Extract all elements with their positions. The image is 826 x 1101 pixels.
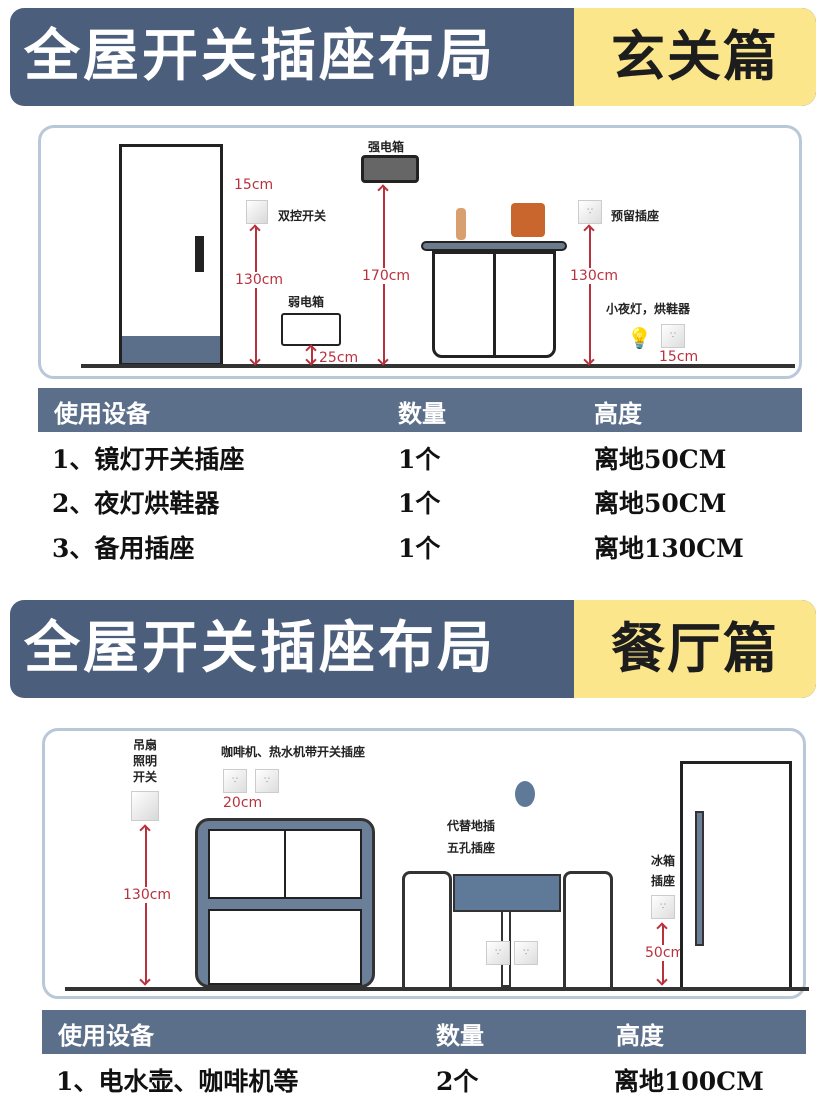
floor-line (65, 987, 809, 991)
fridge-socket-icon: ∵ (651, 895, 675, 919)
dim-coffee-offset: 20cm (223, 795, 263, 811)
dining-diagram: 吊扇 照明 开关 130cm 咖啡机、热水机带开关插座 ∵ ∵ 20cm 代替地… (42, 728, 809, 999)
cell-device: 1、电水壶、咖啡机等 (56, 1067, 299, 1096)
col-device: 使用设备 (58, 1022, 154, 1050)
table2-header: 使用设备 数量 高度 (42, 1010, 806, 1054)
fan-switch-label: 吊扇 照明 开关 (133, 738, 158, 784)
cell-quantity: 1个 (398, 534, 441, 563)
coffee-socket-label: 咖啡机、热水机带开关插座 (221, 745, 366, 759)
double-switch-label: 双控开关 (278, 209, 327, 223)
chair-right (563, 871, 613, 987)
floor-line (81, 364, 795, 368)
dim-fridge-height: 50cm (645, 945, 685, 961)
col-height: 高度 (616, 1022, 664, 1050)
cell-height: 离地50CM (594, 445, 727, 474)
flower-icon (515, 781, 535, 807)
section2-subtitle: 餐厅篇 (574, 600, 816, 698)
strong-box-icon (361, 155, 419, 183)
dim-arrow (311, 346, 313, 364)
lightbulb-icon: 💡 (627, 326, 652, 350)
col-device: 使用设备 (54, 400, 150, 428)
weak-box-label: 弱电箱 (288, 295, 325, 309)
floor-socket-icon: ∵ (486, 941, 510, 965)
sideboard-lower (208, 909, 362, 985)
sideboard-divider (284, 829, 286, 899)
cell-quantity: 1个 (398, 445, 441, 474)
section1-subtitle: 玄关篇 (574, 8, 816, 106)
coffee-socket-icon: ∵ (255, 769, 279, 793)
cabinet-top (421, 241, 567, 251)
dim-switch-height: 130cm (235, 272, 284, 288)
reserved-socket-label: 预留插座 (611, 209, 660, 223)
night-light-label: 小夜灯，烘鞋器 (606, 302, 691, 316)
door (119, 144, 223, 366)
coffee-socket-icon: ∵ (223, 769, 247, 793)
cell-device: 1、镜灯开关插座 (52, 445, 245, 474)
section1-banner: 全屋开关插座布局 玄关篇 (10, 8, 816, 106)
fan-switch-icon (131, 791, 159, 821)
table1-header: 使用设备 数量 高度 (38, 388, 802, 432)
door-handle (195, 236, 204, 272)
dim-fan-height: 130cm (123, 887, 172, 903)
dim-night-height: 15cm (659, 349, 699, 365)
double-switch-icon (246, 200, 268, 224)
section1-title: 全屋开关插座布局 (24, 24, 496, 89)
handbag-icon (511, 203, 545, 237)
dim-strong-height: 170cm (362, 268, 411, 284)
cell-height: 离地130CM (594, 534, 744, 563)
reserved-socket-icon: ∵ (578, 200, 602, 224)
door-kickplate (122, 336, 220, 363)
vase-icon (456, 208, 466, 240)
cell-device: 3、备用插座 (52, 534, 195, 563)
fridge-socket-label: 冰箱 插座 (651, 854, 676, 888)
col-quantity: 数量 (436, 1022, 484, 1050)
dim-arrow (145, 826, 147, 984)
floor-socket-icon: ∵ (514, 941, 538, 965)
dim-arrow (589, 226, 591, 364)
dim-weak-height: 25cm (319, 350, 359, 366)
section2-banner: 全屋开关插座布局 餐厅篇 (10, 600, 816, 698)
cabinet-divider (493, 251, 496, 358)
dim-reserved-height: 130cm (570, 268, 619, 284)
entrance-diagram: 15cm 双控开关 130cm 弱电箱 25cm 强电箱 170cm ∵ 预留插… (38, 125, 802, 379)
cell-quantity: 1个 (398, 489, 441, 518)
fridge-handle (695, 811, 704, 946)
night-light-socket-icon: ∵ (661, 324, 685, 348)
dim-switch-offset: 15cm (234, 177, 274, 193)
dim-arrow (255, 226, 257, 364)
weak-box-icon (281, 313, 341, 346)
cell-height: 离地50CM (594, 489, 727, 518)
cell-height: 离地100CM (614, 1067, 764, 1096)
tablecloth (453, 874, 561, 912)
floor-socket-label: 代替地插 五孔插座 (447, 819, 496, 855)
cell-quantity: 2个 (436, 1067, 479, 1096)
section2-title: 全屋开关插座布局 (24, 616, 496, 681)
col-quantity: 数量 (398, 400, 446, 428)
cell-device: 2、夜灯烘鞋器 (52, 489, 220, 518)
col-height: 高度 (594, 400, 642, 428)
chair-left (402, 871, 452, 987)
strong-box-label: 强电箱 (368, 140, 405, 154)
